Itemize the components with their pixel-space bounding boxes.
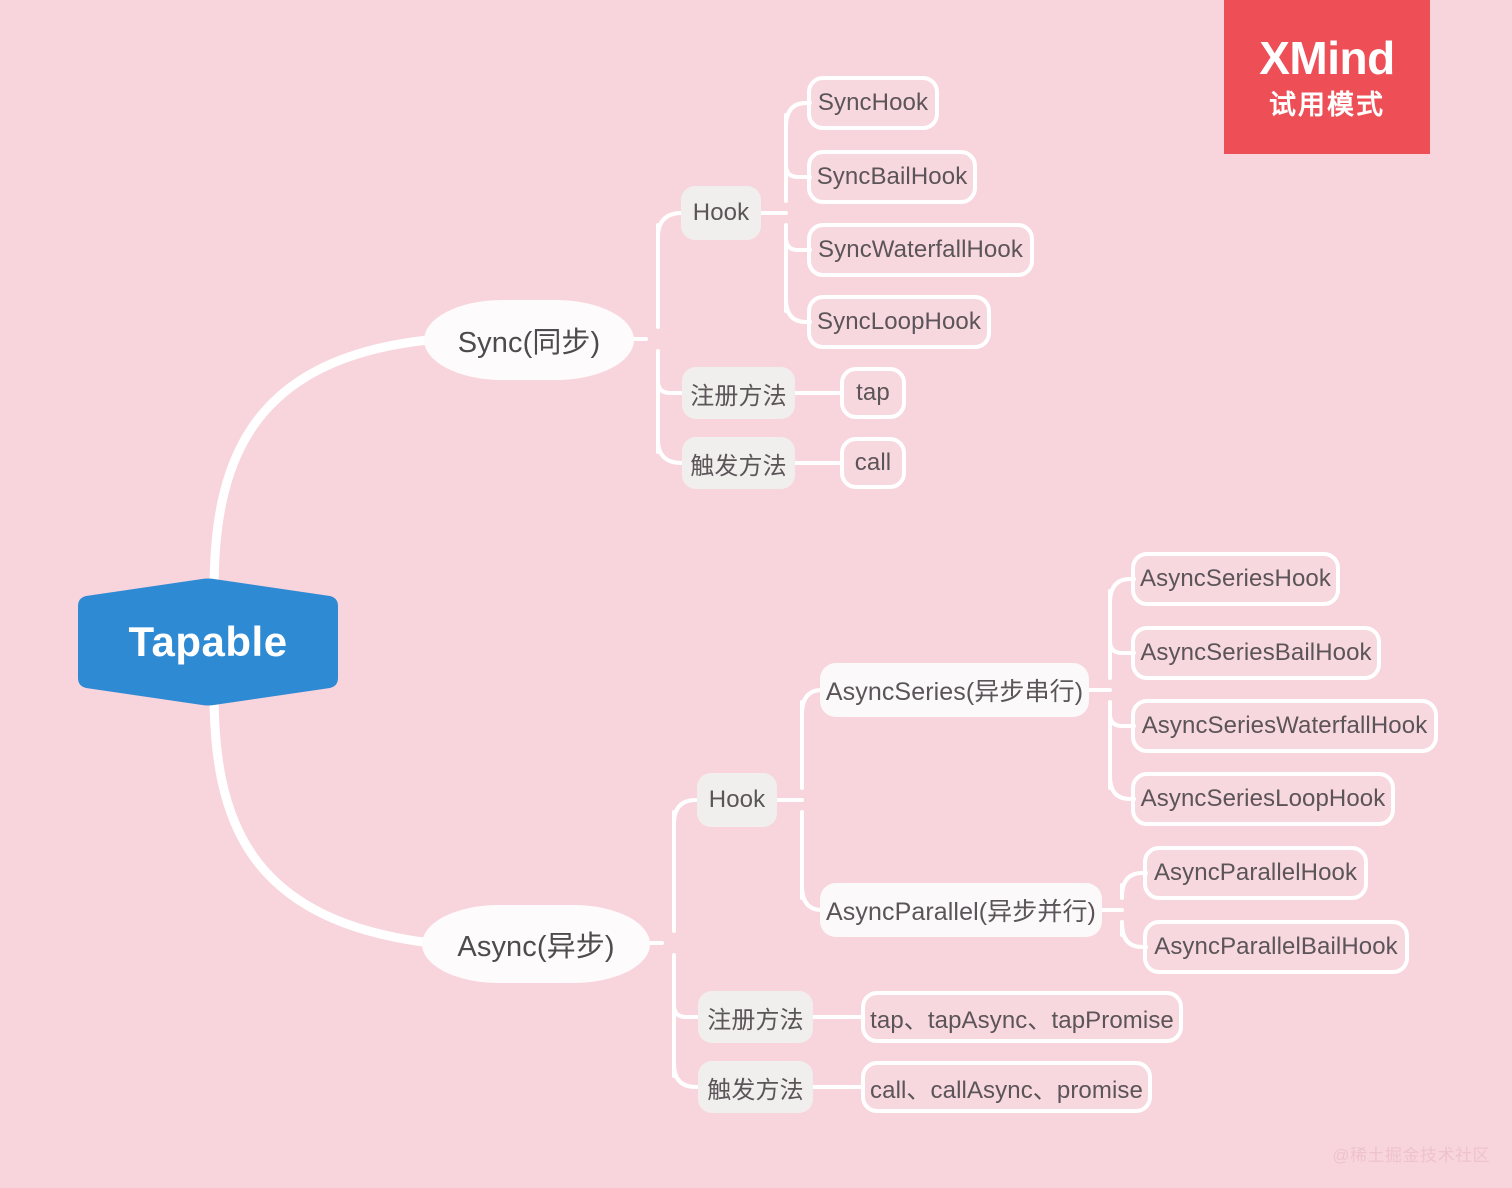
leaf-asyncserieswaterfallhook[interactable]: AsyncSeriesWaterfallHook: [1131, 699, 1438, 753]
leaf-sync-call[interactable]: call: [840, 437, 906, 489]
node-sync-trigger-method[interactable]: 触发方法: [682, 437, 795, 489]
leaf-async-register-values-label: tap、tapAsync、tapPromise: [870, 1006, 1174, 1034]
leaf-asyncparallelbailhook-label: AsyncParallelBailHook: [1154, 933, 1398, 960]
leaf-asyncserieshook-label: AsyncSeriesHook: [1140, 565, 1331, 592]
branch-async-label: Async(异步): [457, 931, 615, 963]
leaf-asyncseriesloophook[interactable]: AsyncSeriesLoopHook: [1131, 772, 1395, 826]
node-async-register-method-label: 注册方法: [707, 1006, 804, 1034]
leaf-synchook[interactable]: SyncHook: [807, 76, 939, 130]
node-async-register-method[interactable]: 注册方法: [698, 991, 813, 1043]
branch-async[interactable]: Async(异步): [422, 905, 650, 983]
node-sync-register-method[interactable]: 注册方法: [682, 367, 795, 419]
connector-async-to-trigger: [672, 1062, 702, 1089]
connector-root-to-async: [209, 687, 435, 948]
node-async-parallel-label: AsyncParallel(异步并行): [825, 898, 1096, 926]
root-topic-tapable[interactable]: Tapable: [72, 578, 344, 706]
leaf-synchook-label: SyncHook: [817, 89, 929, 116]
leaf-asyncseriesbailhook[interactable]: AsyncSeriesBailHook: [1131, 626, 1381, 680]
leaf-async-trigger-values-label: call、callAsync、promise: [870, 1076, 1143, 1104]
node-sync-trigger-method-label: 触发方法: [690, 452, 787, 480]
node-async-hook-label: Hook: [708, 786, 766, 813]
leaf-asyncseriesbailhook-label: AsyncSeriesBailHook: [1140, 639, 1372, 666]
node-sync-register-method-label: 注册方法: [690, 382, 787, 410]
leaf-sync-call-label: call: [854, 449, 892, 476]
node-async-trigger-method-label: 触发方法: [707, 1076, 804, 1104]
node-async-series-label: AsyncSeries(异步串行): [825, 678, 1084, 706]
xmind-trial-mode-text: 试用模式: [1269, 90, 1385, 120]
leaf-async-register-values[interactable]: tap、tapAsync、tapPromise: [861, 991, 1183, 1043]
leaf-syncbailhook[interactable]: SyncBailHook: [807, 150, 977, 204]
leaf-asyncseriesloophook-label: AsyncSeriesLoopHook: [1140, 785, 1386, 812]
leaf-syncbailhook-label: SyncBailHook: [816, 163, 968, 190]
branch-sync-label: Sync(同步): [457, 327, 601, 359]
node-sync-hook-label: Hook: [692, 199, 750, 226]
node-async-hook[interactable]: Hook: [697, 773, 777, 827]
leaf-async-trigger-values[interactable]: call、callAsync、promise: [861, 1061, 1152, 1113]
leaf-asyncserieswaterfallhook-label: AsyncSeriesWaterfallHook: [1141, 712, 1428, 739]
leaf-sync-tap-label: tap: [856, 379, 890, 406]
hexagon-shape: [78, 578, 338, 706]
leaf-asyncparallelbailhook[interactable]: AsyncParallelBailHook: [1143, 920, 1409, 974]
leaf-sync-tap[interactable]: tap: [840, 367, 906, 419]
leaf-syncwaterfallhook[interactable]: SyncWaterfallHook: [807, 223, 1034, 277]
leaf-asyncserieshook[interactable]: AsyncSeriesHook: [1131, 552, 1340, 606]
leaf-asyncparallelhook-label: AsyncParallelHook: [1153, 859, 1358, 886]
node-async-parallel[interactable]: AsyncParallel(异步并行): [820, 883, 1102, 937]
xmind-logo-text: XMind: [1259, 32, 1395, 84]
leaf-asyncparallelhook[interactable]: AsyncParallelHook: [1143, 846, 1368, 900]
node-async-series[interactable]: AsyncSeries(异步串行): [820, 663, 1089, 717]
node-async-trigger-method[interactable]: 触发方法: [698, 1061, 813, 1113]
leaf-syncwaterfallhook-label: SyncWaterfallHook: [818, 236, 1023, 263]
connector-root-to-sync: [209, 335, 433, 597]
node-sync-hook[interactable]: Hook: [681, 186, 761, 240]
xmind-trial-badge: XMind 试用模式: [1224, 0, 1430, 154]
root-topic-label: Tapable: [128, 618, 288, 665]
connector-async-to-register: [672, 1003, 702, 1019]
leaf-syncloophook-label: SyncLoopHook: [817, 308, 981, 335]
branch-sync[interactable]: Sync(同步): [424, 300, 634, 380]
site-watermark: @稀土掘金技术社区: [1332, 1146, 1490, 1165]
leaf-syncloophook[interactable]: SyncLoopHook: [807, 295, 991, 349]
